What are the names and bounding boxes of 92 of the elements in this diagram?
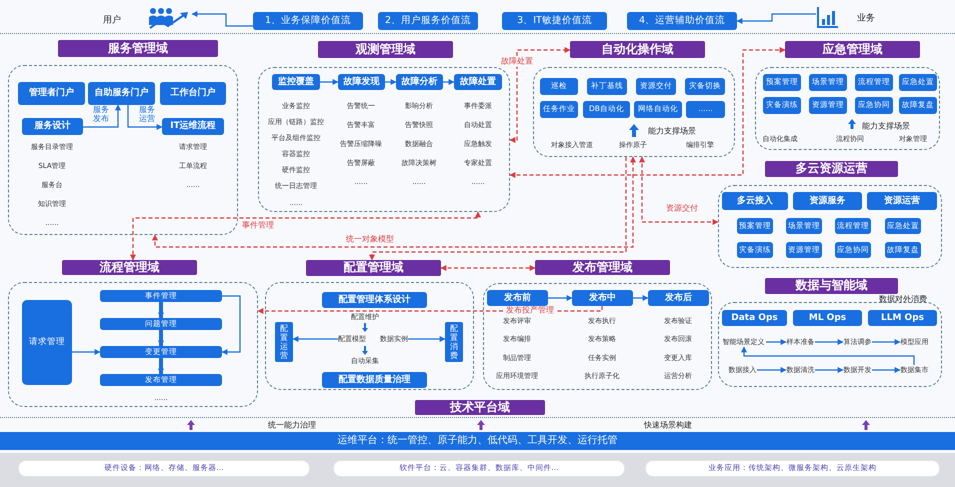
function-box: 配置数据质量治理: [322, 372, 427, 388]
domain-title-bar: 流程管理域: [62, 260, 197, 275]
function-box: 发布前: [487, 290, 548, 306]
arrow: [127, 105, 163, 130]
domain-title-bar: 技术平台域: [415, 400, 545, 415]
arrow: [292, 336, 338, 342]
function-box: 故障发现: [338, 74, 385, 90]
arrow: [815, 339, 844, 345]
domain-title-bar: 数据与智能域: [765, 278, 898, 294]
arrow: [83, 104, 121, 128]
domain-title-bar: 自动化操作域: [570, 41, 705, 58]
function-box: Data Ops: [722, 310, 787, 326]
caption-text: 用户: [103, 14, 121, 26]
value-stream-box: 3、IT敏捷价值流: [502, 12, 607, 30]
function-box: 故障处置: [454, 74, 502, 90]
function-box: 发布后: [648, 290, 709, 306]
edge-label: 统一对象模型: [345, 236, 395, 244]
arrow: [633, 295, 649, 301]
caption-text: 能力支撑场景: [648, 126, 696, 136]
caption-text: 数据对外消费: [879, 294, 927, 304]
domain-title-bar: 发布管理域: [535, 260, 670, 275]
arrow: [191, 11, 253, 27]
arrow: [369, 157, 627, 261]
bar-chart-icon: [816, 5, 840, 29]
arrow: [440, 265, 536, 271]
arrow: [741, 346, 915, 365]
process-box: 请求管理: [22, 300, 72, 385]
caption-text: 业务: [857, 12, 875, 24]
edge-label: 服务发布: [92, 106, 110, 124]
function-box: 管理者门户: [18, 82, 85, 105]
function-box: 资源服务: [793, 192, 862, 210]
value-stream-box: 4、运营辅助价值流: [627, 12, 737, 30]
edge-label: 服务运营: [138, 106, 156, 124]
arrow: [766, 339, 787, 345]
process-box: 配置运营: [275, 322, 293, 362]
function-box: 监控覆盖: [272, 74, 320, 90]
arrow: [221, 295, 241, 355]
edge-label: 事件管理: [241, 222, 275, 230]
arrow: [408, 336, 446, 342]
edge-label: 发布投产管理: [505, 306, 555, 316]
domain-panel: [718, 185, 942, 268]
arrow: [320, 79, 339, 85]
domain-title-bar: 观测管理域: [318, 41, 453, 58]
process-box: 配置消费: [445, 322, 463, 362]
function-box: 多云接入: [722, 192, 788, 210]
caption-text: 能力支撑场景: [862, 120, 910, 132]
edge-label: 资源交付: [665, 204, 699, 214]
arrow: [509, 47, 571, 143]
value-stream-box: 1、业务保障价值流: [253, 12, 363, 30]
function-box: 自助服务门户: [88, 82, 155, 105]
arrow: [158, 302, 164, 319]
function-box: 工作台门户: [160, 82, 226, 105]
arrow: [757, 367, 787, 373]
arrow: [548, 295, 573, 301]
arrow: [385, 79, 397, 85]
arrow: [736, 13, 816, 24]
domain-panel: [258, 67, 510, 212]
arrow: [872, 339, 901, 345]
domain-panel: [8, 65, 238, 235]
arrow: [152, 156, 636, 248]
function-box: 服务设计: [22, 118, 83, 135]
domain-panel: [755, 67, 940, 150]
arrow: [130, 211, 481, 261]
domain-panel: [483, 283, 712, 390]
function-box: IT运维流程: [162, 118, 224, 135]
domain-title-bar: 配置管理域: [306, 260, 441, 276]
domain-title-bar: 应急管理域: [785, 41, 920, 58]
arrow: [158, 330, 164, 347]
domain-title-bar: 多云资源运营: [765, 161, 898, 177]
function-box: LLM Ops: [868, 310, 937, 326]
caption-text: 统一能力治理: [268, 420, 316, 430]
domain-panel: [718, 302, 942, 387]
edge-label: 故障处置: [500, 58, 534, 66]
domain-panel: [8, 282, 258, 407]
value-stream-box: 2、用户服务价值流: [378, 12, 478, 30]
arrow: [72, 349, 101, 355]
domain-panel: [533, 67, 735, 157]
function-box: 配置管理体系设计: [322, 292, 427, 308]
function-box: 故障分析: [396, 74, 443, 90]
domain-title-bar: 服务管理域: [58, 40, 218, 57]
domain-panel: [265, 282, 474, 390]
function-box: 发布中: [572, 290, 633, 306]
platform-bar: 运维平台：统一管控、原子能力、低代码、工具开发、运行托管: [0, 432, 955, 450]
arrow: [639, 156, 719, 225]
arrow: [815, 367, 844, 373]
function-box: ML Ops: [793, 310, 862, 326]
caption-text: 快速场景构建: [644, 420, 692, 430]
arrow: [158, 358, 164, 375]
function-box: 资源运营: [867, 192, 937, 210]
arrow: [509, 47, 786, 178]
arrow: [443, 79, 455, 85]
arrow: [872, 367, 901, 373]
